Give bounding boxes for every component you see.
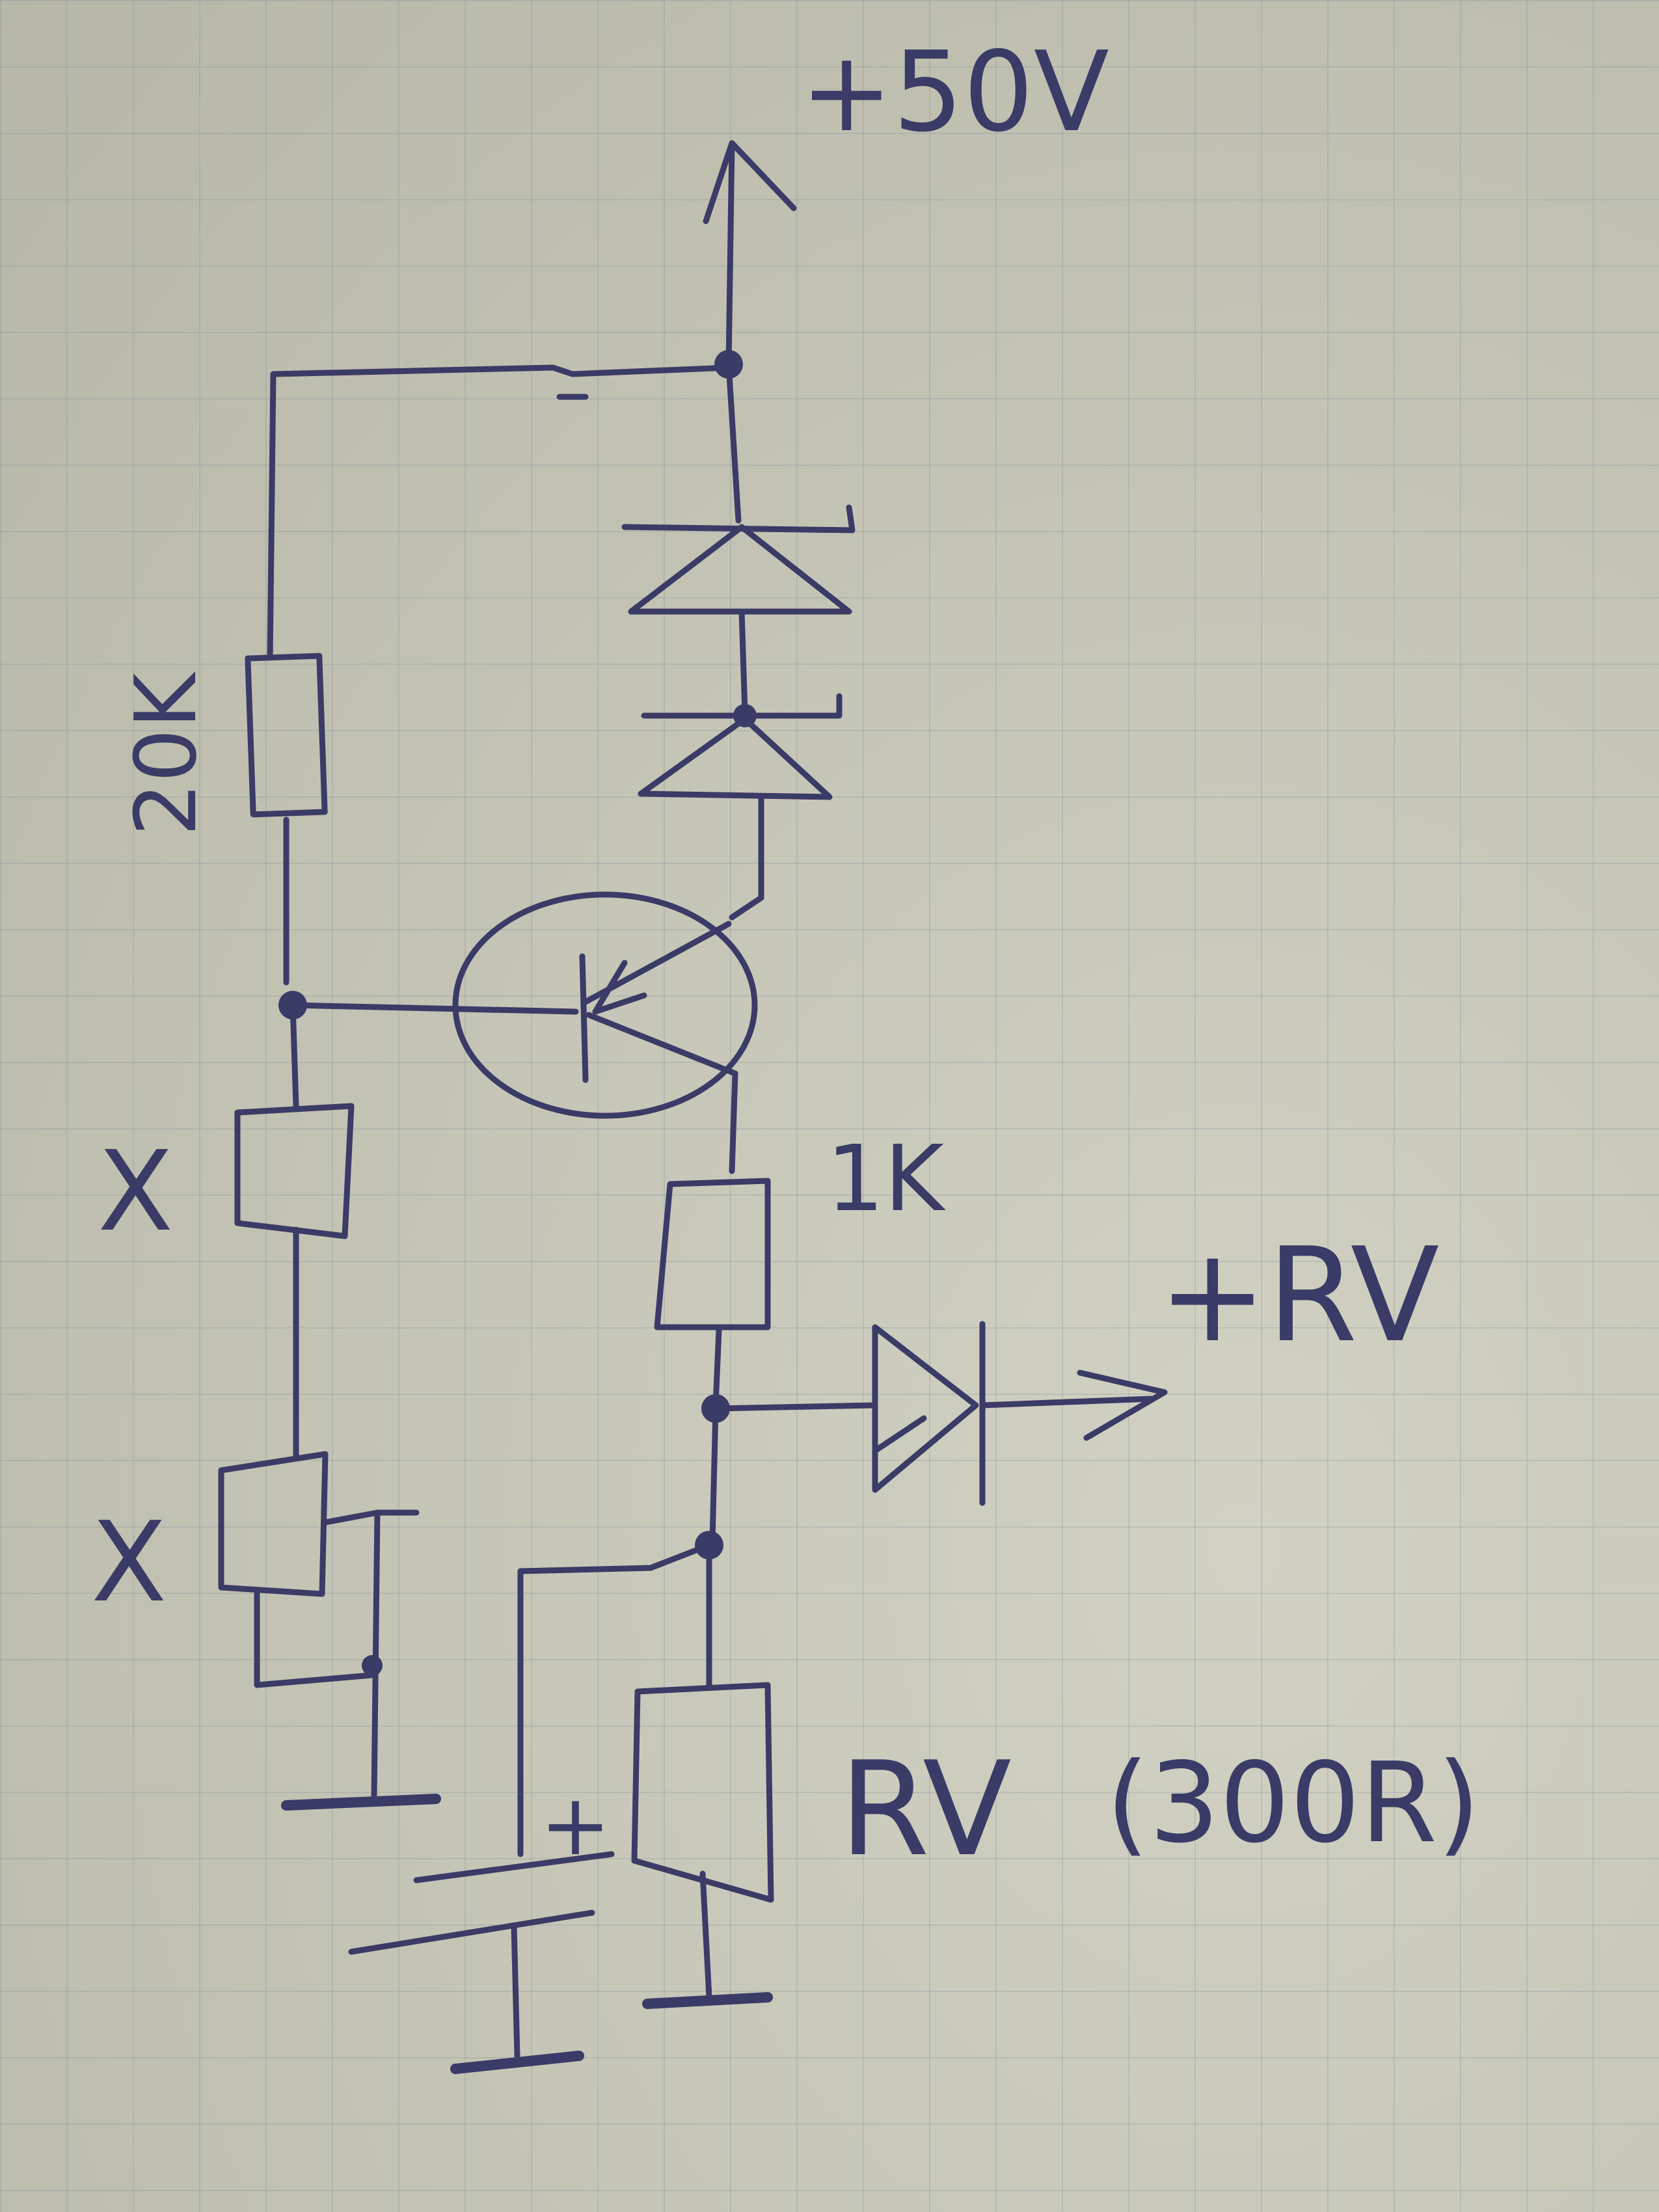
resistor-x2-label: X: [91, 1498, 167, 1627]
resistor-1k: [654, 1178, 771, 1330]
resistor-x2: [218, 1451, 329, 1597]
wire-to-capacitor: [517, 1542, 712, 1857]
bypass-junction: [362, 1655, 383, 1676]
resistor-x1: [234, 1103, 355, 1239]
ground-left: [281, 1794, 441, 1811]
diode-junction: [733, 704, 757, 727]
wire-top-left: [267, 364, 732, 660]
wire-collector: [729, 1070, 738, 1174]
output-diode: [872, 1321, 986, 1506]
output-label: +RV: [1158, 1220, 1439, 1371]
resistor-1k-label: 1K: [826, 1126, 946, 1232]
wire-base: [290, 1002, 579, 1015]
diode-2: [638, 693, 843, 800]
capacitor: [348, 1851, 615, 2074]
wire-supply-to-diodes: [725, 361, 742, 524]
supply-voltage-label: +50V: [800, 28, 1109, 157]
wire-between-diodes: [738, 608, 748, 716]
resistor-x2-bypass: [254, 1509, 420, 1799]
wire-diode-to-emitter: [729, 794, 764, 921]
wire-output: [712, 1402, 878, 1412]
resistor-rv: [631, 1682, 774, 1903]
wire-rv-to-ground: [699, 1870, 712, 2001]
ground-rv: [642, 1992, 773, 2009]
capacitor-polarity: +: [540, 1775, 611, 1874]
resistor-x1-label: X: [98, 1127, 173, 1256]
resistor-rv-label: RV: [839, 1734, 1012, 1885]
output-arrow: [979, 1369, 1168, 1441]
resistor-rv-value: (300R): [1106, 1739, 1480, 1868]
wire-left-down: [290, 1002, 299, 1109]
resistor-20k-label: 20K: [116, 671, 215, 836]
wire-1k-to-output: [712, 1327, 722, 1409]
supply-arrow: [703, 140, 797, 368]
resistor-20k: [245, 653, 328, 986]
pnp-transistor: [452, 891, 758, 1119]
wire-output-to-lower: [709, 1405, 719, 1545]
